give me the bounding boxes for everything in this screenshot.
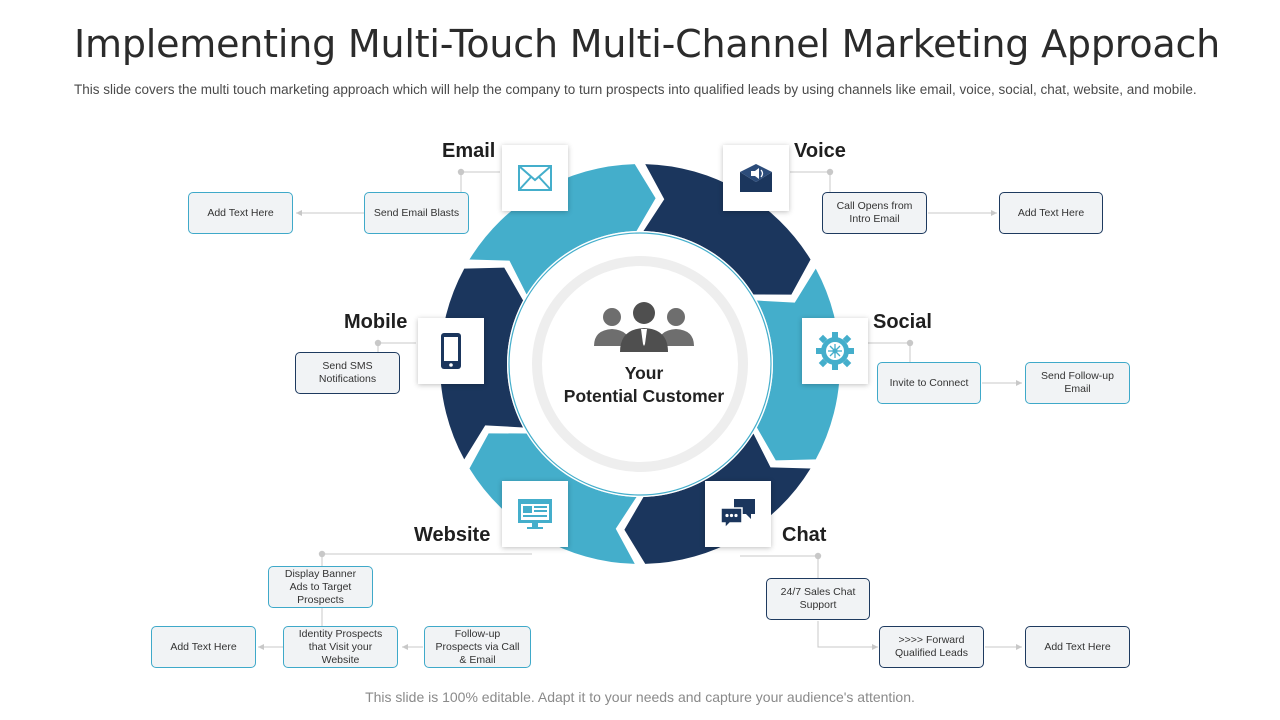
channel-social-label: Social: [873, 311, 932, 333]
center-line-1: Your: [624, 363, 664, 383]
envelope-icon: [518, 165, 552, 191]
chat-step-forward-leads: >>>> Forward Qualified Leads: [879, 626, 984, 668]
website-step-banner-ads: Display Banner Ads to Target Prospects: [268, 566, 373, 608]
page-subtitle: This slide covers the multi touch market…: [74, 82, 1197, 97]
website-add-text-box: Add Text Here: [151, 626, 256, 668]
connector-arrowheads: [258, 210, 1022, 650]
inner-gray-ring: [532, 256, 748, 472]
web-page-icon: [518, 499, 552, 529]
channel-email-label: Email: [442, 140, 496, 162]
mobile-icon-box: [418, 318, 484, 384]
channel-mobile-label: Mobile: [344, 311, 408, 333]
page-title: Implementing Multi-Touch Multi-Channel M…: [74, 22, 1221, 66]
email-add-text-box: Add Text Here: [188, 192, 293, 234]
segment-top-right: [643, 164, 811, 295]
voice-mail-icon: [740, 164, 772, 192]
center-line-2: Potential Customer: [563, 386, 725, 406]
voice-icon-box: [723, 145, 789, 211]
voice-step-call-opens: Call Opens from Intro Email: [822, 192, 927, 234]
smartphone-icon: [441, 333, 461, 369]
website-icon-box: [502, 481, 568, 547]
channel-chat-label: Chat: [782, 524, 827, 546]
segment-top-left: [469, 164, 656, 295]
center-label: Your Potential Customer: [544, 362, 744, 408]
connector-dots: [318, 168, 914, 560]
segment-right: [756, 268, 840, 461]
email-step-send-blasts: Send Email Blasts: [364, 192, 469, 234]
website-step-follow-up: Follow-up Prospects via Call & Email: [424, 626, 531, 668]
chat-step-sales-support: 24/7 Sales Chat Support: [766, 578, 870, 620]
social-icon-box: [802, 318, 868, 384]
channel-website-label: Website: [414, 524, 491, 546]
mobile-step-send-sms: Send SMS Notifications: [295, 352, 400, 394]
network-gear-icon: [816, 332, 854, 370]
chat-icon-box: [705, 481, 771, 547]
chat-add-text-box: Add Text Here: [1025, 626, 1130, 668]
voice-add-text-box: Add Text Here: [999, 192, 1103, 234]
social-step-follow-up: Send Follow-up Email: [1025, 362, 1130, 404]
channel-voice-label: Voice: [794, 140, 846, 162]
customers-icon: [594, 302, 694, 352]
chat-bubbles-icon: [720, 499, 755, 530]
social-step-invite: Invite to Connect: [877, 362, 981, 404]
ring-thin-line: [508, 232, 772, 496]
email-icon-box: [502, 145, 568, 211]
footer-note: This slide is 100% editable. Adapt it to…: [365, 689, 915, 705]
website-step-identify-prospects: Identity Prospects that Visit your Websi…: [283, 626, 398, 668]
